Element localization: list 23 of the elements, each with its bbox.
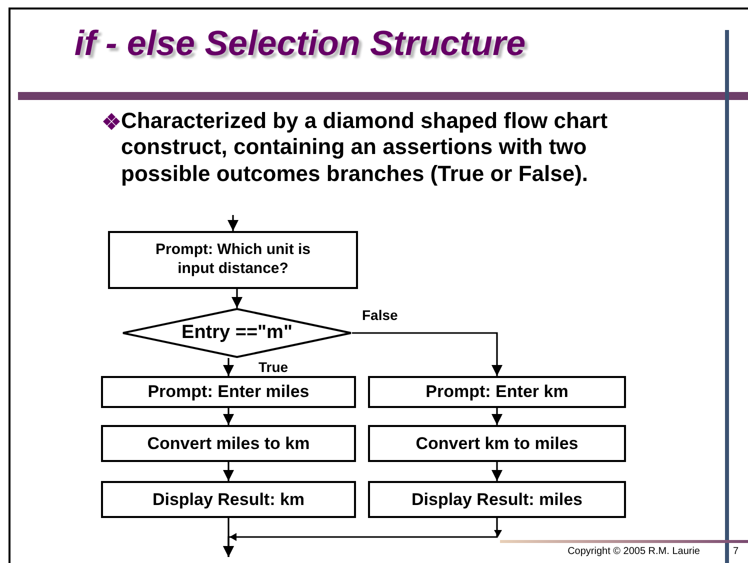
arrow xyxy=(352,332,503,376)
arrow xyxy=(491,462,503,481)
arrow xyxy=(222,358,234,376)
edge-label: False xyxy=(360,307,400,323)
process-box: Display Result: miles xyxy=(368,481,626,518)
arrow xyxy=(222,462,234,481)
process-box: Prompt: Which unit is input distance? xyxy=(108,231,358,289)
process-box: Convert km to miles xyxy=(368,425,626,462)
process-box: Prompt: Enter km xyxy=(368,376,626,408)
process-box: Display Result: km xyxy=(101,481,356,518)
slide-title: if - else Selection Structure xyxy=(73,24,527,64)
process-box: Prompt: Enter miles xyxy=(101,376,356,408)
process-box: Convert miles to km xyxy=(101,425,356,462)
arrow xyxy=(491,408,503,425)
edge-label: True xyxy=(256,359,290,375)
copyright-text: Copyright © 2005 R.M. Laurie xyxy=(566,546,700,558)
page-number: 7 xyxy=(733,546,740,558)
bullet-text: Characterized by a diamond shaped flow chart construct, containing an assertions with two possible outcomes branches (True or False). xyxy=(121,108,609,188)
arrow xyxy=(222,408,234,425)
arrow xyxy=(231,289,243,308)
decision-diamond: Entry =="m" xyxy=(122,308,352,358)
arrow xyxy=(227,215,239,231)
arrow xyxy=(222,518,502,557)
